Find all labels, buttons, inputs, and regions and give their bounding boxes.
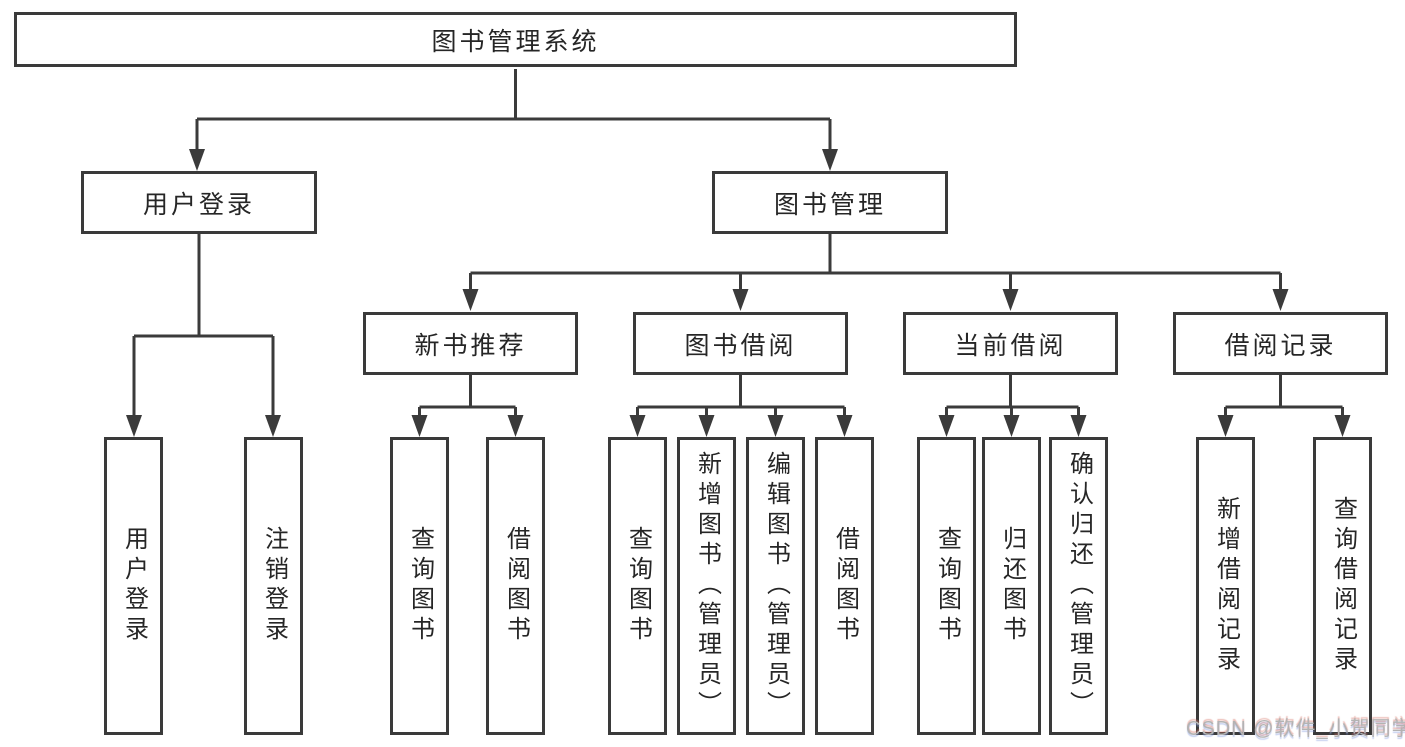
node-user-login-label: 用户登录 [142, 190, 255, 219]
leaf-edit-book-admin-label: 编辑图书（管理员） [762, 451, 790, 721]
arrow-down-icon [767, 415, 784, 437]
leaf-borrow-books-1: 借阅图书 [486, 437, 545, 735]
leaf-query-borrow-record-label: 查询借阅记录 [1329, 496, 1357, 676]
node-book-borrow-label: 图书借阅 [684, 331, 797, 360]
node-root-label: 图书管理系统 [431, 27, 600, 56]
connector-borrow-records-branch [1224, 375, 1344, 419]
arrow-down-icon [822, 149, 838, 171]
leaf-user-login: 用户登录 [104, 437, 163, 735]
node-current-borrow: 当前借阅 [903, 312, 1118, 375]
connector-current-borrow-branch [945, 375, 1080, 419]
leaf-logout-label: 注销登录 [260, 526, 288, 646]
node-new-book-recommend: 新书推荐 [363, 312, 578, 375]
node-book-borrow: 图书借阅 [633, 312, 848, 375]
arrow-down-icon [698, 415, 715, 437]
arrow-down-icon [938, 415, 955, 437]
node-user-login: 用户登录 [81, 171, 317, 234]
node-book-management-label: 图书管理 [773, 190, 886, 219]
arrow-down-icon [1002, 289, 1019, 311]
arrow-down-icon [1003, 415, 1020, 437]
leaf-borrow-books-2: 借阅图书 [815, 437, 874, 735]
node-borrow-records: 借阅记录 [1173, 312, 1388, 375]
arrow-down-icon [1334, 415, 1351, 437]
arrow-down-icon [189, 149, 205, 171]
leaf-query-books-3: 查询图书 [917, 437, 976, 735]
arrow-down-icon [1070, 415, 1087, 437]
node-new-book-recommend-label: 新书推荐 [414, 331, 527, 360]
arrow-down-icon [1217, 415, 1234, 437]
leaf-add-borrow-record: 新增借阅记录 [1196, 437, 1255, 735]
node-book-management: 图书管理 [712, 171, 948, 234]
leaf-return-book-label: 归还图书 [998, 526, 1026, 646]
arrow-down-icon [836, 415, 853, 437]
connector-new-book-branch [418, 375, 517, 419]
leaf-query-books-1: 查询图书 [390, 437, 449, 735]
connector-book-management-branch [469, 234, 1282, 294]
arrow-down-icon [732, 289, 749, 311]
arrow-down-icon [411, 415, 428, 437]
csdn-watermark: CSDN @软件_小贺同学 [1186, 718, 1405, 740]
leaf-add-borrow-record-label: 新增借阅记录 [1212, 496, 1240, 676]
node-borrow-records-label: 借阅记录 [1224, 331, 1337, 360]
arrow-down-icon [265, 415, 281, 437]
leaf-user-login-label: 用户登录 [120, 526, 148, 646]
leaf-query-borrow-record: 查询借阅记录 [1313, 437, 1372, 735]
node-current-borrow-label: 当前借阅 [954, 331, 1067, 360]
leaf-query-books-2-label: 查询图书 [624, 526, 652, 646]
leaf-logout: 注销登录 [244, 437, 303, 735]
arrow-down-icon [507, 415, 524, 437]
leaf-query-books-1-label: 查询图书 [406, 526, 434, 646]
connector-book-borrow-branch [636, 375, 846, 419]
leaf-return-book: 归还图书 [982, 437, 1041, 735]
leaf-borrow-books-1-label: 借阅图书 [502, 526, 530, 646]
leaf-confirm-return-admin-label: 确认归还（管理员） [1065, 451, 1093, 721]
connector-root-to-level2 [195, 69, 832, 152]
leaf-query-books-3-label: 查询图书 [933, 526, 961, 646]
node-root: 图书管理系统 [14, 12, 1017, 67]
arrow-down-icon [462, 289, 479, 311]
arrow-down-icon [126, 415, 142, 437]
leaf-add-book-admin-label: 新增图书（管理员） [693, 451, 721, 721]
connector-user-login-branch [132, 234, 275, 419]
arrow-down-icon [1272, 289, 1289, 311]
leaf-add-book-admin: 新增图书（管理员） [677, 437, 736, 735]
leaf-confirm-return-admin: 确认归还（管理员） [1049, 437, 1108, 735]
arrow-down-icon [629, 415, 646, 437]
leaf-borrow-books-2-label: 借阅图书 [831, 526, 859, 646]
leaf-edit-book-admin: 编辑图书（管理员） [746, 437, 805, 735]
leaf-query-books-2: 查询图书 [608, 437, 667, 735]
